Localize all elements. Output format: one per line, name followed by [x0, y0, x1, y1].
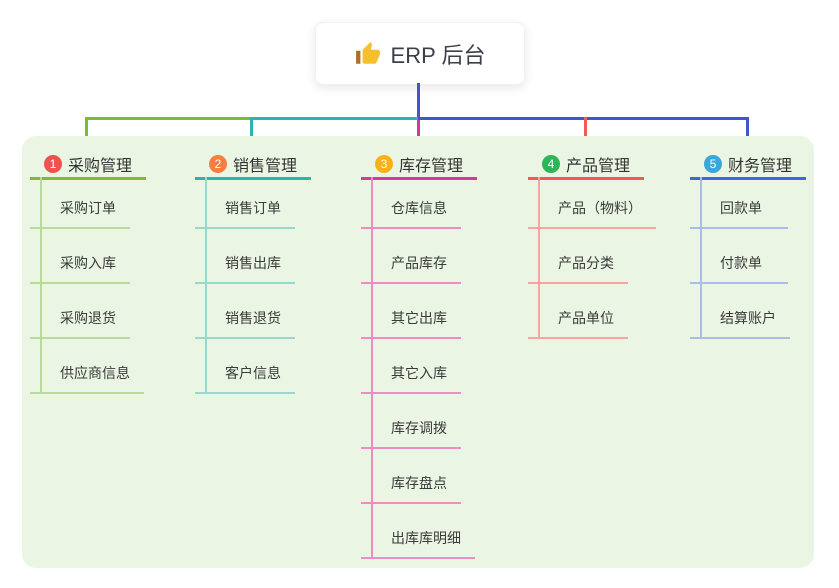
branch-header-product[interactable]: 4 产品管理: [528, 150, 644, 180]
child-node[interactable]: 产品分类: [528, 229, 628, 284]
child-node[interactable]: 出库库明细: [361, 504, 475, 559]
branch-inventory: 3 库存管理 仓库信息 产品库存 其它出库 其它入库 库存调拨 库存盘点 出库库…: [361, 150, 531, 559]
branch-child-connector: [538, 177, 540, 339]
child-node[interactable]: 库存盘点: [361, 449, 461, 504]
root-node[interactable]: ERP 后台: [315, 22, 525, 85]
bus-line-blue: [418, 117, 749, 120]
branch-drop-line-product: [584, 117, 587, 148]
branch-header-inventory[interactable]: 3 库存管理: [361, 150, 477, 180]
background-panel: [22, 136, 814, 568]
child-node[interactable]: 仓库信息: [361, 174, 461, 229]
branch-number-badge: 2: [208, 154, 227, 173]
child-node[interactable]: 其它入库: [361, 339, 461, 394]
child-node[interactable]: 销售订单: [195, 174, 295, 229]
branch-number-badge: 4: [541, 154, 560, 173]
branch-number-badge: 1: [43, 154, 62, 173]
bus-line-green: [85, 117, 250, 120]
root-connector-line: [417, 83, 420, 119]
branch-title: 销售管理: [232, 157, 297, 175]
child-node[interactable]: 采购订单: [30, 174, 130, 229]
bus-line-teal: [250, 117, 418, 120]
child-node[interactable]: 供应商信息: [30, 339, 144, 394]
child-node[interactable]: 销售退货: [195, 284, 295, 339]
branch-drop-line-finance: [746, 117, 749, 148]
child-node[interactable]: 产品单位: [528, 284, 628, 339]
branch-header-purchase[interactable]: 1 采购管理: [30, 150, 146, 180]
branch-sales: 2 销售管理 销售订单 销售出库 销售退货 客户信息: [195, 150, 365, 394]
child-node[interactable]: 客户信息: [195, 339, 295, 394]
child-node[interactable]: 产品库存: [361, 229, 461, 284]
branch-children: 产品（物料） 产品分类 产品单位: [528, 174, 656, 339]
child-node[interactable]: 采购入库: [30, 229, 130, 284]
branch-child-connector: [371, 177, 373, 559]
branch-number-badge: 5: [703, 154, 722, 173]
child-node[interactable]: 结算账户: [690, 284, 790, 339]
branch-child-connector: [205, 177, 207, 394]
root-title: ERP 后台: [390, 42, 486, 68]
branch-children: 销售订单 销售出库 销售退货 客户信息: [195, 174, 295, 394]
child-node[interactable]: 付款单: [690, 229, 788, 284]
branch-title: 采购管理: [67, 157, 132, 175]
branch-child-connector: [700, 177, 702, 339]
child-node[interactable]: 库存调拨: [361, 394, 461, 449]
branch-title: 产品管理: [565, 157, 630, 175]
child-node[interactable]: 其它出库: [361, 284, 461, 339]
branch-children: 回款单 付款单 结算账户: [690, 174, 790, 339]
branch-finance: 5 财务管理 回款单 付款单 结算账户: [690, 150, 839, 339]
branch-drop-line-sales: [250, 117, 253, 148]
child-node[interactable]: 采购退货: [30, 284, 130, 339]
child-node[interactable]: 销售出库: [195, 229, 295, 284]
child-node[interactable]: 产品（物料）: [528, 174, 656, 229]
branch-header-finance[interactable]: 5 财务管理: [690, 150, 806, 180]
child-node[interactable]: 回款单: [690, 174, 788, 229]
branch-product: 4 产品管理 产品（物料） 产品分类 产品单位: [528, 150, 698, 339]
thumbs-up-icon: [355, 41, 380, 64]
branch-child-connector: [40, 177, 42, 394]
branch-header-sales[interactable]: 2 销售管理: [195, 150, 311, 180]
branch-title: 库存管理: [398, 157, 463, 175]
branch-children: 采购订单 采购入库 采购退货 供应商信息: [30, 174, 144, 394]
branch-title: 财务管理: [727, 157, 792, 175]
branch-children: 仓库信息 产品库存 其它出库 其它入库 库存调拨 库存盘点 出库库明细: [361, 174, 475, 559]
branch-drop-line-inventory: [417, 120, 420, 148]
branch-number-badge: 3: [374, 154, 393, 173]
branch-drop-line-purchase: [85, 117, 88, 148]
branch-purchase: 1 采购管理 采购订单 采购入库 采购退货 供应商信息: [30, 150, 200, 394]
